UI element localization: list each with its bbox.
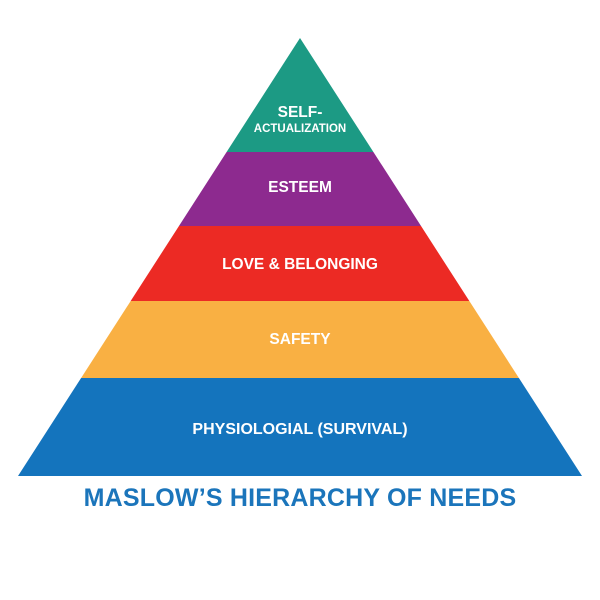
tier-label-esteem: ESTEEM	[268, 179, 332, 196]
pyramid-tiers	[18, 38, 582, 476]
pyramid-tier-labels: SELF- ACTUALIZATION ESTEEM LOVE & BELONGING…	[192, 104, 407, 438]
tier-physiological	[18, 378, 582, 476]
tier-safety	[81, 301, 519, 378]
tier-love-belonging	[130, 226, 470, 301]
tier-label-love-belonging: LOVE & BELONGING	[222, 256, 378, 273]
tier-label-self-actualization-line-1: SELF-	[278, 104, 323, 121]
tier-label-self-actualization-line-2: ACTUALIZATION	[254, 123, 346, 135]
tier-label-physiological: PHYSIOLOGIAL (SURVIVAL)	[192, 421, 407, 438]
tier-label-safety: SAFETY	[269, 331, 331, 348]
tier-self-actualization	[226, 38, 374, 152]
diagram-title: MASLOW’S HIERARCHY OF NEEDS	[83, 484, 517, 512]
tier-esteem	[178, 152, 422, 226]
